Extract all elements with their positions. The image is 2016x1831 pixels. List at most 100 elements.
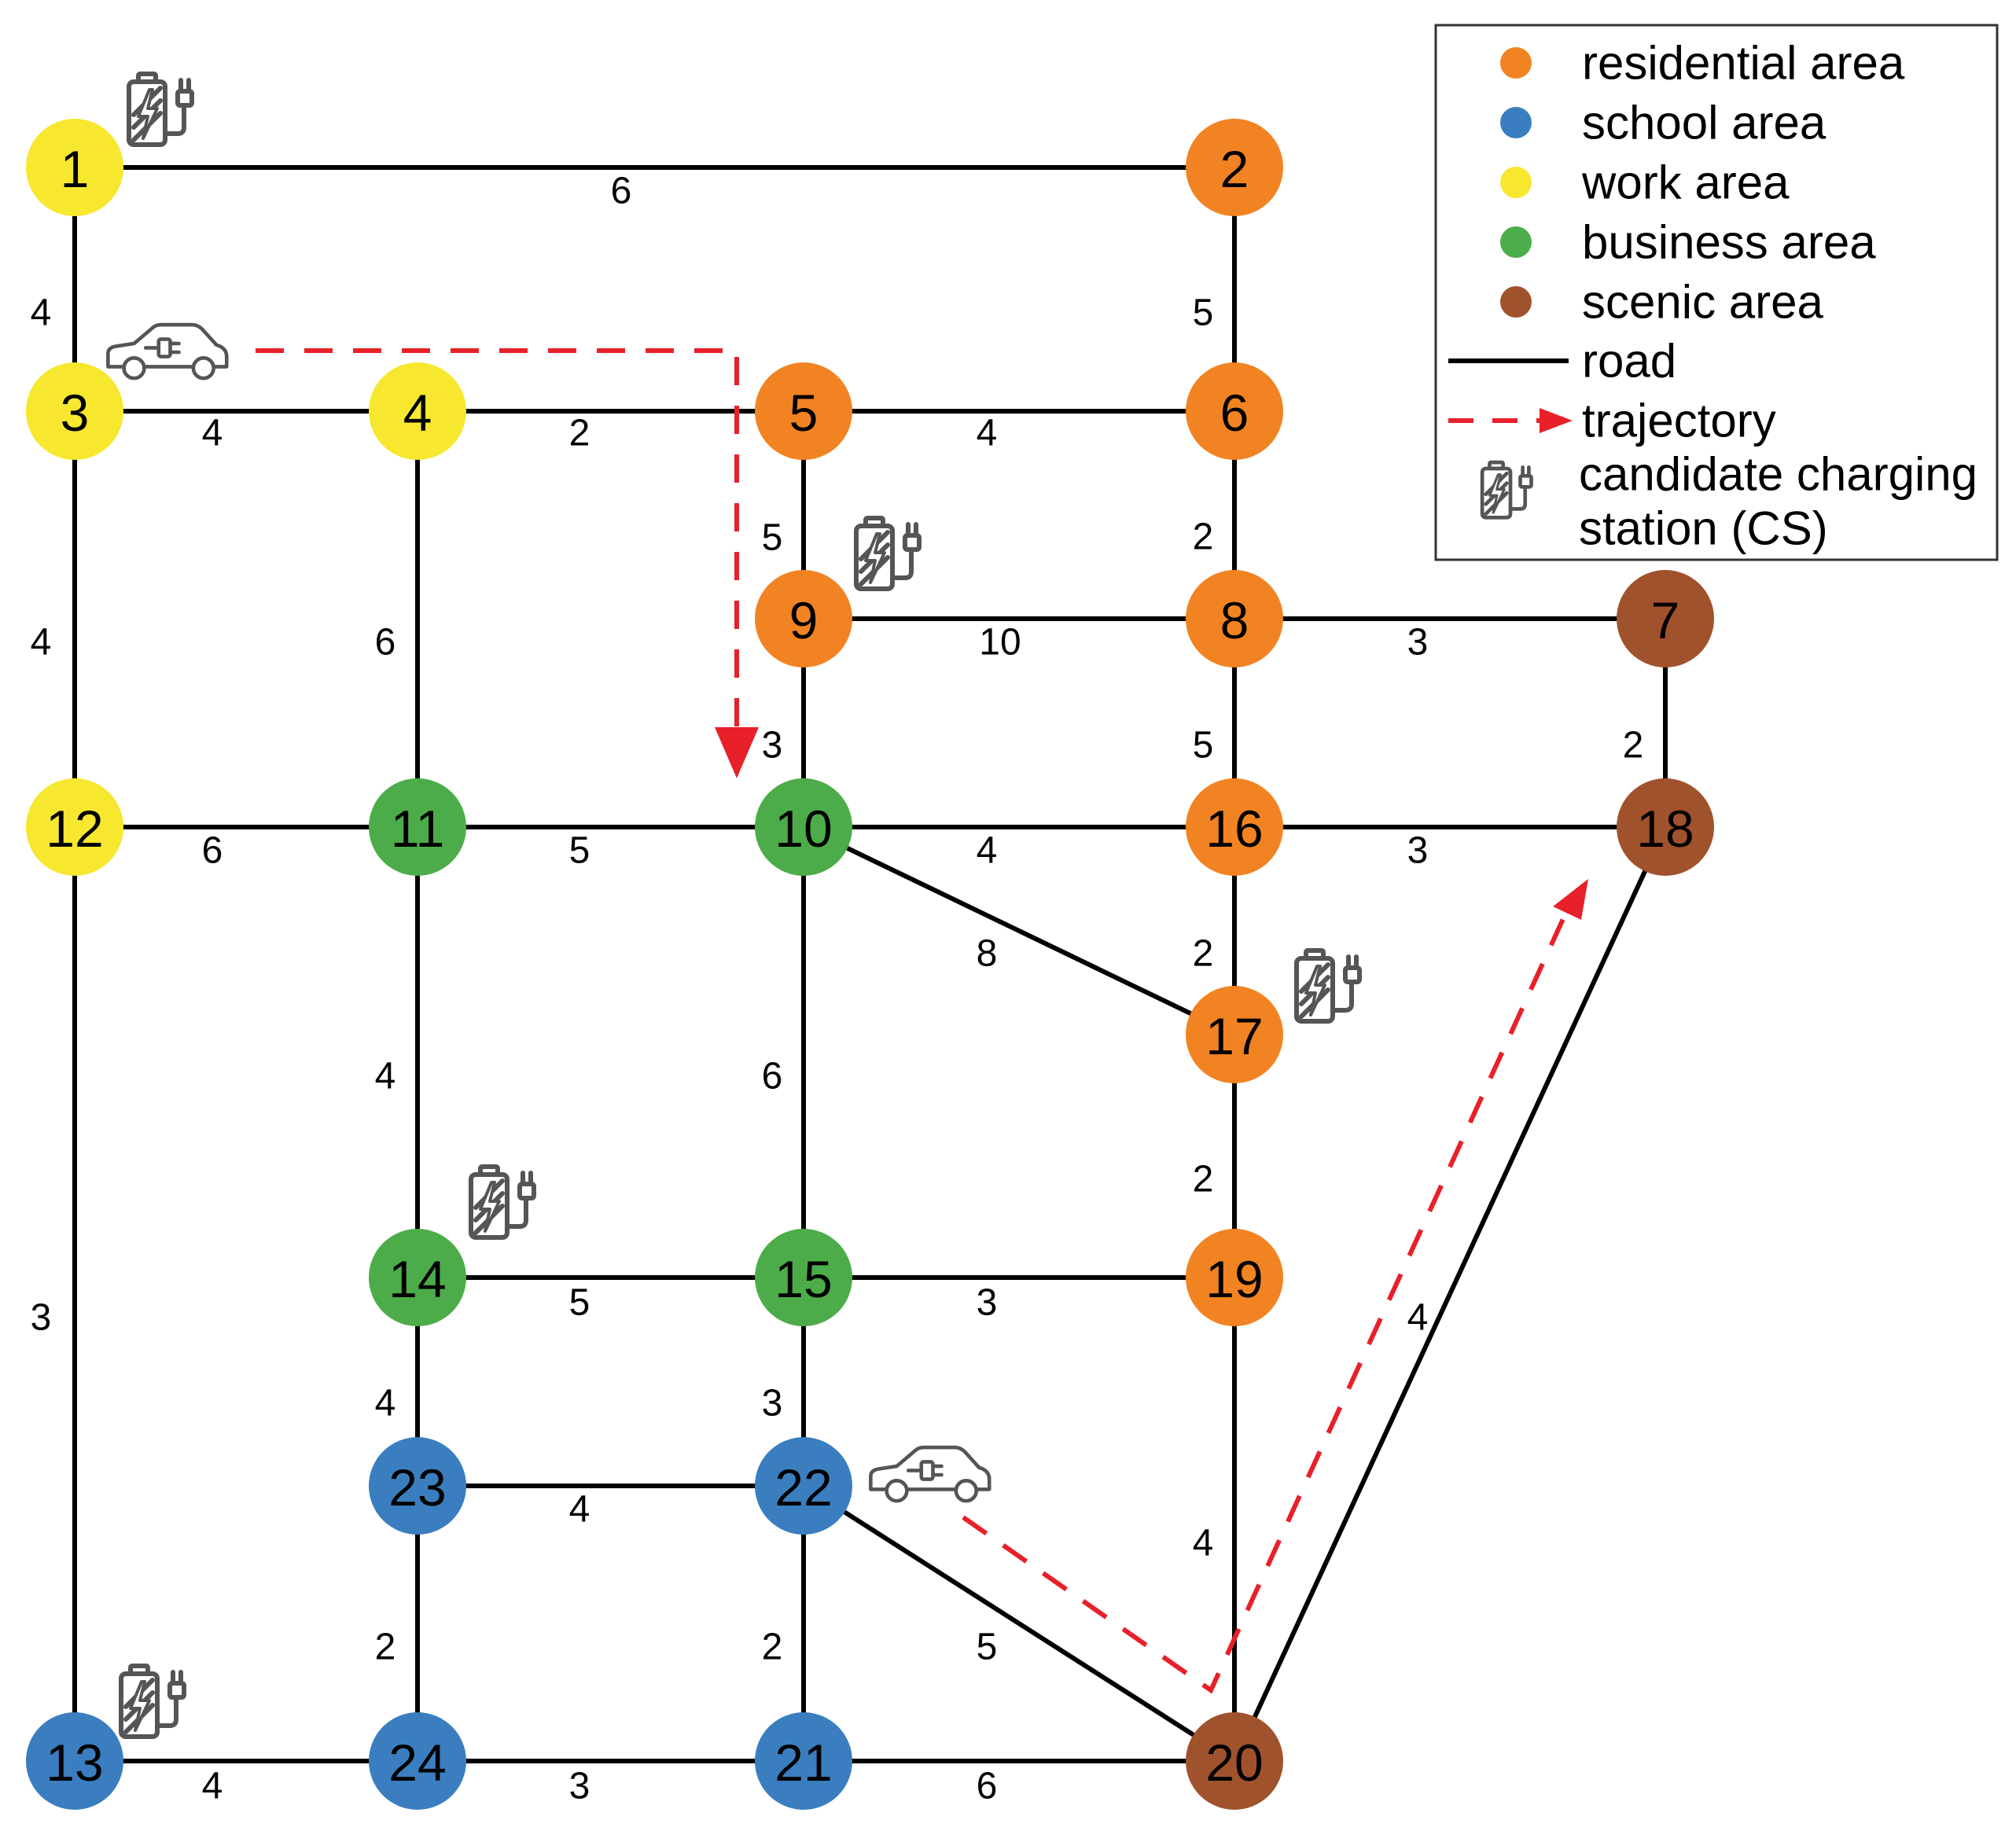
road-weight-17-19: 2 (1193, 1159, 1214, 1200)
road-weight-23-24: 2 (375, 1627, 396, 1668)
legend-item-residential: residential area (1500, 37, 1905, 90)
road-weight-8-7: 3 (1407, 622, 1429, 664)
road-weight-7-18: 2 (1623, 725, 1644, 767)
node-17: 17 (1186, 986, 1283, 1083)
node-circle-residential (1186, 362, 1283, 460)
node-label: 12 (46, 800, 103, 858)
road-weight-15-22: 3 (762, 1383, 783, 1425)
electric-car-icon (870, 1447, 989, 1501)
node-circle-work (26, 778, 123, 876)
node-15: 15 (755, 1229, 852, 1326)
node-circle-work (26, 362, 123, 460)
node-16: 16 (1186, 778, 1283, 876)
road-weight-24-21: 3 (569, 1766, 590, 1807)
node-label: 14 (388, 1250, 446, 1308)
node-label: 18 (1636, 800, 1694, 858)
node-label: 19 (1205, 1250, 1263, 1308)
node-label: 6 (1220, 384, 1249, 442)
node-circle-work (369, 362, 466, 460)
road-weight-2-6: 5 (1193, 292, 1214, 334)
node-label: 21 (774, 1734, 832, 1792)
road-weight-1-3: 4 (31, 292, 52, 334)
road-weight-12-11: 6 (202, 830, 223, 872)
legend-item-trajectory: trajectory (1448, 395, 1776, 447)
node-label: 13 (46, 1734, 103, 1792)
road-weight-21-20: 6 (977, 1766, 998, 1807)
node-label: 5 (789, 384, 819, 442)
road-weight-3-4: 4 (202, 413, 223, 454)
road-weight-15-19: 3 (977, 1282, 998, 1324)
road-weight-14-23: 4 (375, 1383, 396, 1425)
legend-swatch (1500, 167, 1532, 198)
road-weight-10-16: 4 (977, 830, 998, 872)
legend-swatch (1500, 286, 1532, 318)
legend-item-scenic: scenic area (1500, 276, 1823, 329)
node-8: 8 (1186, 570, 1283, 667)
node-circle-work (26, 119, 123, 216)
road-weight-9-10: 3 (762, 725, 783, 767)
legend-label: residential area (1582, 37, 1905, 90)
legend-label: school area (1582, 97, 1827, 149)
road-weight-9-8: 10 (979, 622, 1021, 664)
legend-label: trajectory (1582, 395, 1776, 447)
road-weight-4-11: 6 (375, 622, 396, 664)
node-22: 22 (755, 1437, 852, 1535)
road-weight-19-20: 4 (1193, 1523, 1214, 1564)
node-circle-scenic (1186, 1712, 1283, 1810)
legend-label: work area (1581, 156, 1790, 209)
charging-station-icon (121, 1666, 184, 1737)
node-21: 21 (755, 1712, 852, 1810)
node-label: 17 (1205, 1007, 1263, 1065)
road-weight-12-13: 3 (31, 1297, 52, 1339)
node-label: 2 (1220, 140, 1249, 198)
node-label: 24 (388, 1734, 446, 1792)
node-4: 4 (369, 362, 466, 460)
node-circle-scenic (1617, 778, 1714, 876)
legend-trajectory-arrowhead (1540, 408, 1573, 433)
node-11: 11 (369, 778, 466, 876)
node-9: 9 (755, 570, 852, 667)
node-label: 20 (1205, 1734, 1263, 1792)
node-5: 5 (755, 362, 852, 460)
legend-label: road (1582, 335, 1676, 388)
node-6: 6 (1186, 362, 1283, 460)
legend-swatch (1500, 47, 1532, 79)
road-weight-5-6: 4 (977, 413, 998, 454)
node-13: 13 (26, 1712, 123, 1810)
road-weight-10-15: 6 (762, 1056, 783, 1097)
node-circle-scenic (1617, 570, 1714, 667)
road-weight-11-10: 5 (569, 830, 590, 872)
node-circle-residential (1186, 119, 1283, 216)
road-weight-1-2: 6 (611, 171, 632, 212)
road-18-20 (1232, 825, 1668, 1763)
legend-label: business area (1582, 216, 1876, 269)
road-weight-16-17: 2 (1193, 933, 1214, 975)
charging-station-icon (129, 74, 192, 145)
node-circle-business (755, 1229, 852, 1326)
node-label: 4 (403, 384, 432, 442)
node-circle-residential (755, 570, 852, 667)
trajectory-2-arrowhead (1553, 879, 1588, 920)
node-label: 16 (1205, 800, 1263, 858)
node-10: 10 (755, 778, 852, 876)
road-weight-6-8: 2 (1193, 517, 1214, 558)
roads-layer (72, 165, 1668, 1763)
charging-station-icon (856, 518, 919, 589)
road-22-20 (802, 1484, 1236, 1763)
legend-item-school: school area (1500, 97, 1827, 149)
node-circle-school (755, 1712, 852, 1810)
road-weight-23-22: 4 (569, 1489, 590, 1531)
node-24: 24 (369, 1712, 466, 1810)
node-circle-school (369, 1437, 466, 1535)
road-weight-18-20: 4 (1407, 1297, 1429, 1339)
road-weight-13-24: 4 (202, 1766, 223, 1807)
node-circle-school (755, 1437, 852, 1535)
node-label: 15 (774, 1250, 832, 1308)
node-circle-residential (1186, 570, 1283, 667)
node-circle-residential (755, 362, 852, 460)
node-18: 18 (1617, 778, 1714, 876)
road-weight-16-18: 3 (1407, 830, 1429, 872)
